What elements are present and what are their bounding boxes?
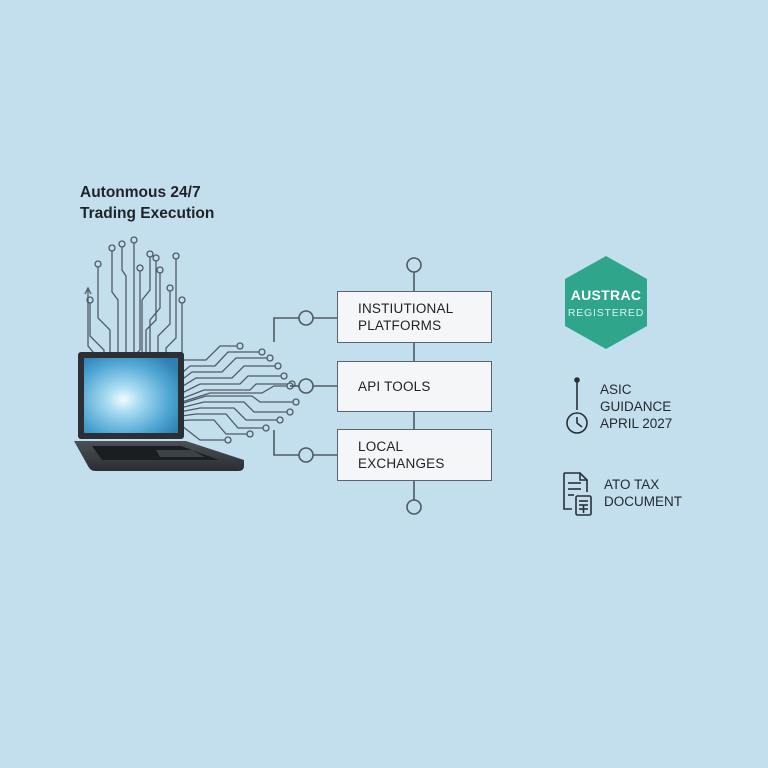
- asic-guidance-label: ASIC GUIDANCE APRIL 2027: [600, 381, 672, 432]
- ato-line-2: DOCUMENT: [604, 494, 682, 509]
- circuit-node: [94, 260, 102, 268]
- title-line-2: Trading Execution: [80, 205, 215, 222]
- box-local-exchanges: LOCAL EXCHANGES: [337, 429, 492, 481]
- circuit-node: [172, 252, 180, 260]
- asic-line-1: ASIC: [600, 382, 632, 397]
- box-label-line: LOCAL EXCHANGES: [358, 439, 445, 471]
- circuit-trace: [159, 385, 290, 410]
- ato-document-label: ATO TAX DOCUMENT: [604, 476, 682, 510]
- circuit-node: [130, 236, 138, 244]
- arrow-up-icon: [84, 286, 92, 295]
- austrac-badge-hexagon: [565, 256, 647, 349]
- circuit-trace: [157, 395, 296, 412]
- circuit-node: [258, 348, 266, 356]
- circuit-trace: [155, 375, 284, 407]
- box-api-tools: API TOOLS: [337, 361, 492, 412]
- circuit-node: [224, 436, 232, 444]
- circuit-node: [156, 266, 164, 274]
- flow-bus: [406, 257, 422, 515]
- circuit-node: [236, 342, 244, 350]
- asic-line-3: APRIL 2027: [600, 416, 673, 431]
- box-label-line: PLATFORMS: [358, 318, 442, 333]
- circuit-node: [292, 398, 300, 406]
- diagram-title: Autonmous 24/7 Trading Execution: [80, 182, 214, 224]
- laptop-icon: [74, 352, 244, 471]
- circuit-node: [286, 408, 294, 416]
- title-line-1: Autonmous 24/7: [80, 184, 201, 201]
- circuit-node: [266, 354, 274, 362]
- box-label-line: INSTIUTIONAL: [358, 301, 454, 316]
- clock-icon: [566, 377, 588, 434]
- austrac-badge-title: AUSTRAC: [570, 287, 642, 303]
- circuit-node: [262, 424, 270, 432]
- circuit-node: [108, 244, 116, 252]
- document-calculator-icon: [563, 472, 592, 516]
- austrac-badge-subtitle: REGISTERED: [567, 307, 645, 319]
- circuit-traces: [84, 236, 300, 444]
- ato-line-1: ATO TAX: [604, 477, 660, 492]
- circuit-node: [146, 250, 154, 258]
- circuit-trace: [155, 401, 290, 415]
- circuit-node: [166, 284, 174, 292]
- circuit-node: [246, 430, 254, 438]
- circuit-node: [276, 416, 284, 424]
- circuit-node: [178, 296, 186, 304]
- circuit-trace: [153, 407, 280, 421]
- circuit-node: [152, 254, 160, 262]
- circuit-node: [118, 240, 126, 248]
- asic-line-2: GUIDANCE: [600, 399, 672, 414]
- box-connectors: [273, 310, 337, 463]
- circuit-node: [136, 264, 144, 272]
- circuit-node: [280, 372, 288, 380]
- box-label-line: API TOOLS: [358, 379, 431, 394]
- box-institutional-platforms: INSTIUTIONAL PLATFORMS: [337, 291, 492, 343]
- circuit-node: [274, 362, 282, 370]
- circuit-trace: [157, 383, 292, 409]
